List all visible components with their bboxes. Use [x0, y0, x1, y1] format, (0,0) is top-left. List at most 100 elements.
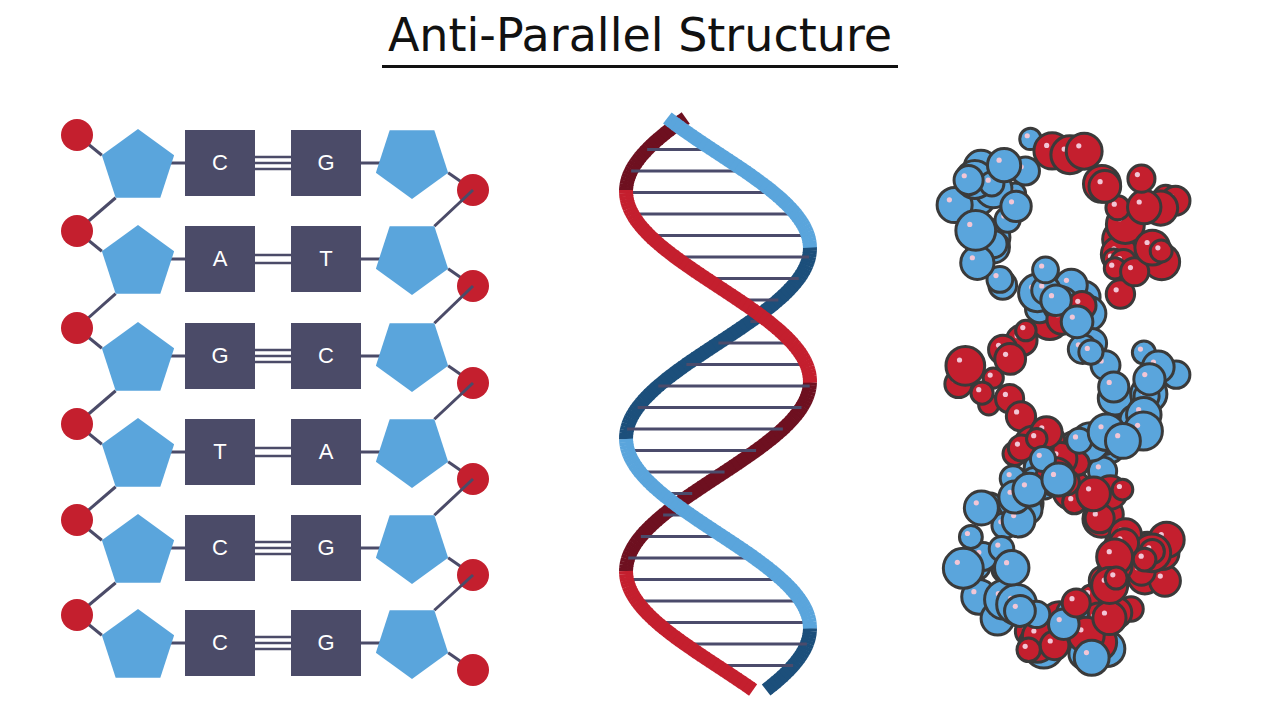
atom-highlight: [1128, 265, 1133, 270]
bond-line: [255, 547, 291, 550]
bond-line: [255, 642, 291, 645]
base-box: G: [291, 515, 361, 581]
atom-highlight: [1139, 554, 1144, 559]
bond-line: [255, 156, 291, 159]
helix-strand: [803, 379, 817, 383]
atom-highlight: [1015, 442, 1020, 447]
atom-sphere: [987, 149, 1020, 182]
atom-highlight: [955, 560, 960, 565]
helix-strand: [803, 625, 817, 629]
atom-highlight: [1044, 143, 1049, 148]
base-letter: T: [319, 246, 332, 272]
hydrogen-bond: [255, 637, 291, 649]
base-letter: G: [317, 535, 334, 561]
sugar-pentagon: [376, 419, 448, 488]
atom-highlight: [1142, 372, 1147, 377]
atom-sphere: [1042, 463, 1075, 496]
glycosidic-bond: [360, 642, 380, 645]
bond-line: [255, 349, 291, 352]
atom-highlight: [1102, 610, 1107, 615]
sugar-pentagon: [102, 225, 174, 294]
backbone-bond: [434, 479, 473, 515]
phosphate-circle: [61, 119, 93, 151]
atom-highlight: [1013, 604, 1018, 609]
bond-line: [255, 553, 291, 556]
helix-rung: [686, 363, 806, 366]
atom-highlight: [1039, 263, 1044, 268]
atom-highlight: [962, 173, 967, 178]
base-letter: A: [319, 439, 334, 465]
atom-sphere: [1016, 320, 1037, 341]
helix-rung: [628, 557, 754, 560]
helix-rung: [658, 385, 809, 388]
backbone-bond: [434, 383, 473, 419]
atom-sphere: [1001, 191, 1031, 221]
base-letter: C: [212, 630, 228, 656]
sugar-pentagon: [376, 130, 448, 199]
atom-sphere: [959, 526, 982, 549]
base-letter: C: [212, 150, 228, 176]
sugar-phosphate-backbone: [61, 119, 489, 686]
hydrogen-bond: [255, 542, 291, 554]
atom-sphere: [995, 551, 1029, 585]
atom-highlight: [1107, 380, 1112, 385]
sugar-pentagon: [376, 226, 448, 295]
backbone-bond: [434, 575, 473, 610]
atom-highlight: [1014, 409, 1019, 414]
atom-highlight: [1031, 433, 1036, 438]
atom-highlight: [1112, 202, 1117, 207]
atom-highlight: [970, 255, 975, 260]
atom-sphere: [1061, 306, 1093, 338]
helix-rung: [628, 449, 756, 452]
helix-rung: [718, 342, 792, 345]
atom-highlight: [1004, 560, 1009, 565]
atom-highlight: [986, 178, 991, 183]
atom-highlight: [1049, 293, 1054, 298]
helix-rung: [627, 428, 783, 431]
atom-sphere: [1105, 567, 1127, 589]
base-box: T: [185, 419, 255, 485]
glycosidic-bond: [360, 547, 380, 550]
bond-line: [255, 262, 291, 265]
phosphate-circle: [61, 599, 93, 631]
atom-highlight: [1070, 314, 1075, 319]
backbone-bond: [434, 190, 473, 226]
glycosidic-bond: [170, 162, 186, 165]
glycosidic-bond: [170, 258, 186, 261]
base-letter: G: [211, 343, 228, 369]
base-letter: T: [213, 439, 226, 465]
base-box: T: [291, 226, 361, 292]
phosphate-circle: [61, 215, 93, 247]
base-box: A: [291, 419, 361, 485]
glycosidic-bond: [360, 355, 380, 358]
atom-highlight: [1051, 472, 1056, 477]
glycosidic-bond: [360, 162, 380, 165]
atom-sphere: [971, 382, 993, 404]
sugar-pentagon: [102, 609, 174, 678]
atom-highlight: [1096, 464, 1101, 469]
atom-sphere: [1062, 589, 1090, 617]
helix-rung: [627, 578, 782, 581]
sugar-pentagon: [376, 610, 448, 679]
atom-highlight: [947, 197, 952, 202]
helix-rung: [632, 213, 795, 216]
atom-sphere: [1089, 171, 1121, 203]
atom-sphere: [1092, 568, 1128, 604]
atom-highlight: [1031, 628, 1036, 633]
base-letter: A: [213, 246, 228, 272]
atom-highlight: [957, 357, 962, 362]
base-letter: G: [317, 630, 334, 656]
atom-highlight: [965, 531, 970, 536]
atom-highlight: [1003, 392, 1008, 397]
bond-line: [255, 355, 291, 358]
sugar-pentagon: [376, 323, 448, 392]
atom-highlight: [1057, 617, 1062, 622]
atom-sphere: [1074, 640, 1109, 675]
glycosidic-bond: [170, 355, 186, 358]
atom-highlight: [1158, 574, 1163, 579]
bond-line: [255, 648, 291, 651]
base-box: C: [185, 515, 255, 581]
phosphate-circle: [61, 408, 93, 440]
hydrogen-bond: [255, 255, 291, 263]
atom-highlight: [993, 273, 998, 278]
